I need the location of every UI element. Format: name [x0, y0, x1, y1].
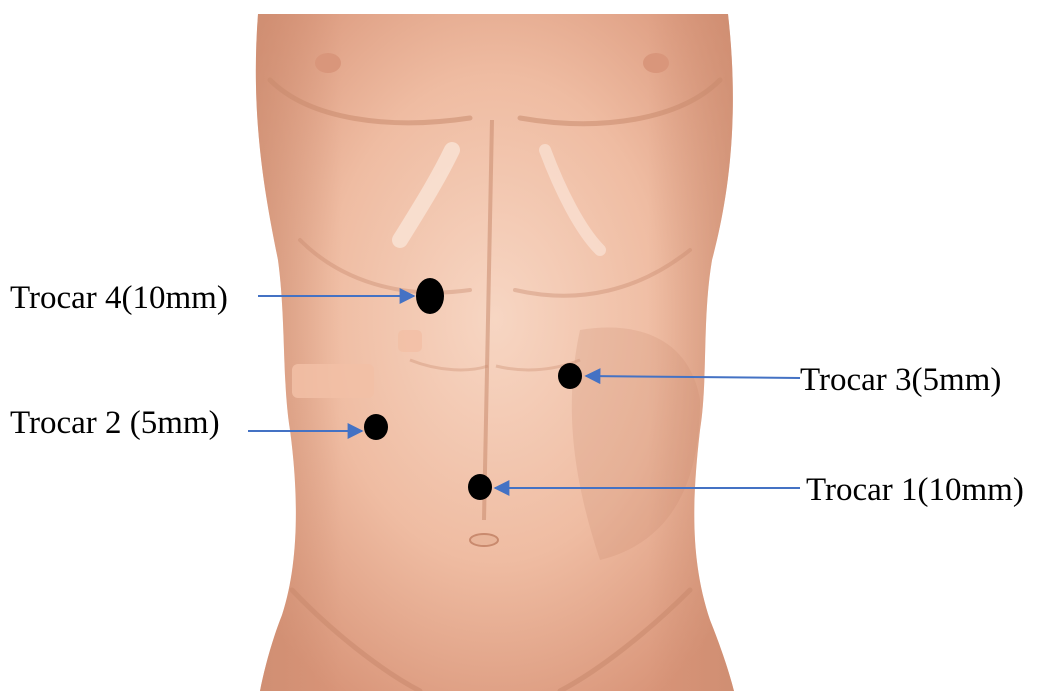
- left-nipple: [315, 53, 341, 73]
- umbilicus: [470, 534, 498, 546]
- skin-patch-1: [292, 364, 374, 398]
- skin-patch-2: [398, 330, 422, 352]
- right-nipple: [643, 53, 669, 73]
- trocar-2-label: Trocar 2 (5mm): [10, 405, 220, 441]
- trocar-1-label: Trocar 1(10mm): [806, 472, 1024, 508]
- trocar-4-marker: [416, 278, 444, 314]
- trocar-3-label: Trocar 3(5mm): [800, 362, 1001, 398]
- trocar-4-label: Trocar 4(10mm): [10, 280, 228, 316]
- trocar-1-marker: [468, 474, 492, 500]
- torso-illustration: [256, 14, 734, 691]
- trocar-3-marker: [558, 363, 582, 389]
- trocar-2-marker: [364, 414, 388, 440]
